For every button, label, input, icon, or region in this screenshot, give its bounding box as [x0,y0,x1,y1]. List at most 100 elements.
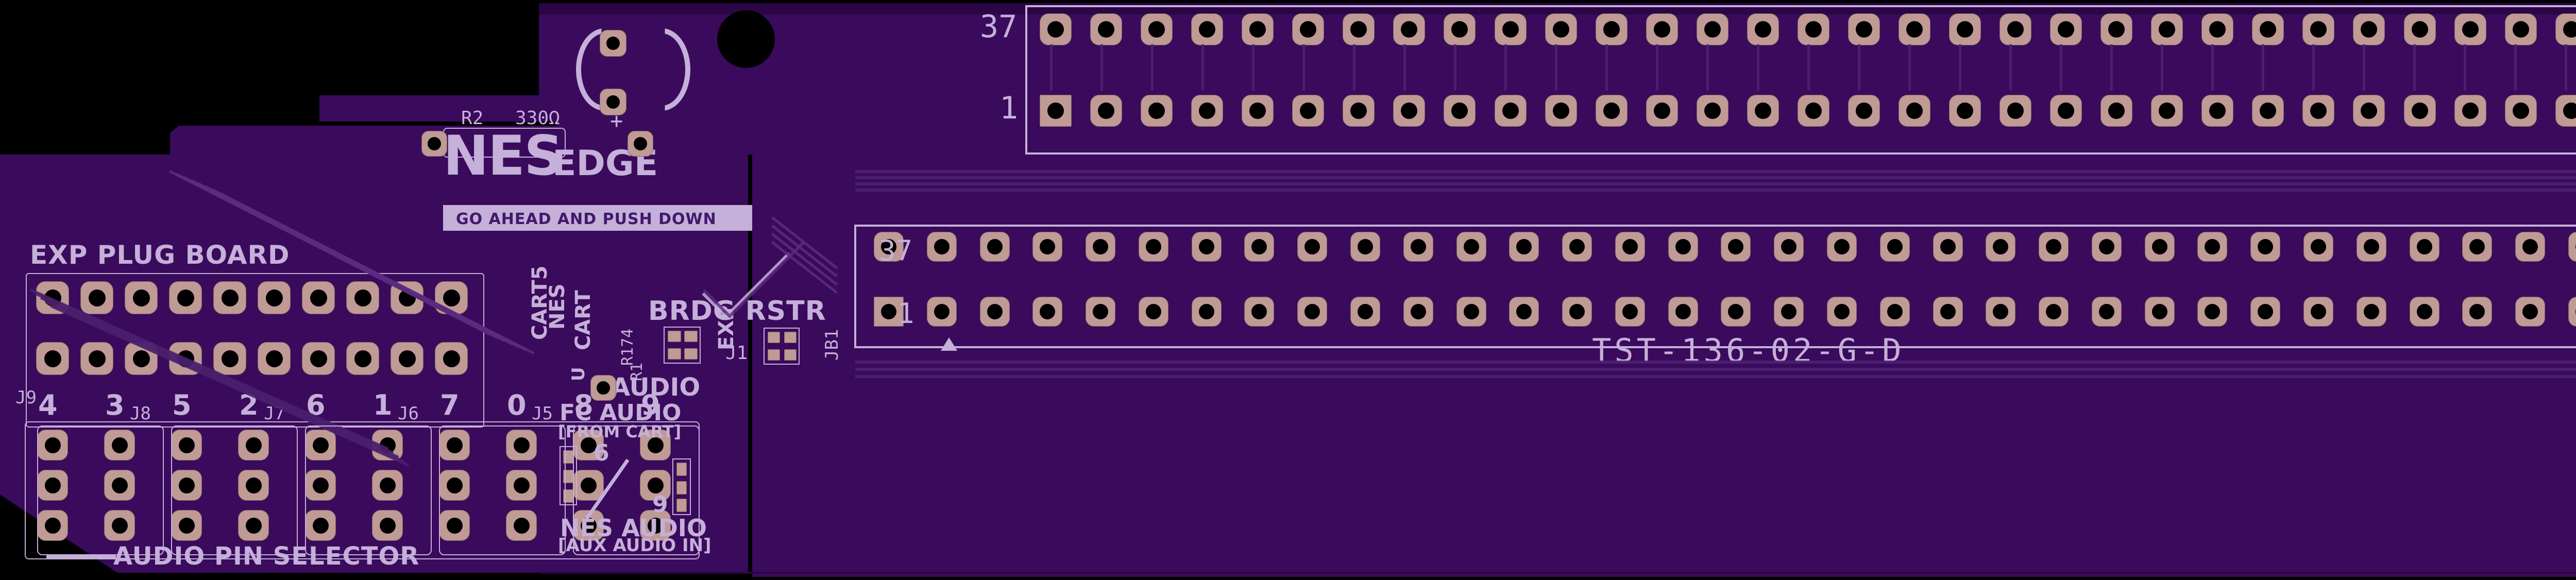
pad-drill-hole [2099,239,2114,254]
pad-drill-hole [177,289,194,306]
pad-drill-hole [1401,21,1417,38]
connector-top-pad-lower [1545,95,1577,127]
pad-drill-hole [1834,304,1850,319]
nes-cart-vertical-1: NES [546,283,569,330]
pad-drill-hole [934,304,950,319]
pad-drill-hole [1781,304,1797,319]
pad-drill-hole [2205,239,2220,254]
brdg-jumper-pad-2 [684,331,698,342]
pad-drill-hole [1146,304,1161,319]
pad-drill-hole [1040,304,1055,319]
pad-drill-hole [2563,103,2576,119]
pad-drill-hole [1199,103,1215,119]
brdg-jumper-outline [664,327,701,364]
pad-drill-hole [1728,304,1743,319]
pad-drill-hole [2412,21,2428,38]
audio-selector-jumper-ref: J5 [532,403,553,424]
pad-drill-hole [1300,21,1316,38]
pad-drill-hole [178,477,195,493]
fc-audio-jumper-outline [560,446,577,505]
pad-drill-hole [1358,239,1373,254]
pad-drill-hole [44,350,61,367]
pad-drill-hole [987,304,1003,319]
pad-drill-hole [1411,304,1426,319]
pad-drill-hole [2046,239,2061,254]
pad-drill-hole [1603,21,1620,38]
pad-drill-hole [2152,304,2167,319]
audio-pin-selector-label: AUDIO PIN SELECTOR [113,542,420,571]
pad-drill-hole [245,517,262,534]
connector-top-pad-lower [1343,95,1375,127]
pad-drill-hole [1728,239,1743,254]
pad-drill-hole [44,477,61,493]
nes-audio-label: NES AUDIO [560,514,707,542]
pad-drill-hole [2108,21,2125,38]
pad-drill-hole [1093,239,1108,254]
exp-plug-board-label: EXP PLUG BOARD [30,240,290,270]
resistor-r2-value: 330Ω [515,108,560,129]
audio-selector-underline [46,555,116,559]
nes-cart-vertical-2: CART [571,290,595,350]
connector-top-pad-upper [2404,13,2436,45]
pad-drill-hole [1451,103,1468,119]
connector-top-pad-lower [1292,95,1324,127]
pad-drill-hole [1401,103,1417,119]
pad-drill-hole [1940,304,1956,319]
pad-drill-hole [446,517,463,534]
connector-top-pad-lower [1393,95,1425,127]
nes-audio-pin-number: 9 [652,491,668,518]
pad-drill-hole [1350,103,1367,119]
pad-drill-hole [2469,304,2485,319]
audio-selector-pin-number: 0 [507,389,527,421]
pad-drill-hole [88,289,106,306]
pad-drill-hole [1146,239,1161,254]
pad-drill-hole [2364,239,2379,254]
pad-drill-hole [245,477,262,493]
pad-drill-hole [111,477,128,493]
resistor-r2-hole-right [634,137,647,150]
resistor-r2-hole-left [428,137,441,150]
pad-drill-hole [2205,304,2220,319]
connector-top-pad-row-lower [1036,91,2576,140]
pad-drill-hole [2513,21,2529,38]
pad-drill-hole [111,517,128,534]
pad-drill-hole [1654,103,1670,119]
pad-drill-hole [1047,21,1064,38]
pad-drill-hole [398,289,416,306]
pad-drill-hole [44,289,61,306]
connector-top-pad-upper [1798,13,1829,45]
audio-selector-pin-number: 7 [440,389,460,421]
pad-drill-hole [1622,239,1638,254]
pad-drill-hole [1887,304,1903,319]
pad-drill-hole [379,477,396,493]
pad-drill-hole [1704,103,1721,119]
pad-drill-hole [1569,304,1585,319]
nes-audio-jumper-pad-3 [676,499,687,512]
pad-drill-hole [2159,21,2175,38]
pad-drill-hole [881,304,896,319]
pad-drill-hole [1675,304,1691,319]
pad-drill-hole [513,477,530,493]
pad-drill-hole [1451,21,1468,38]
audio-selector-jumper-bracket [439,425,566,555]
pad-drill-hole [1675,239,1691,254]
pad-drill-hole [443,289,460,306]
audio-label: AUDIO [611,373,701,402]
connector-top-pad-row-upper [1036,9,2576,59]
pad-drill-hole [1040,239,1055,254]
logo-tagline: GO AHEAD AND PUSH DOWN [456,210,717,228]
component-u-ref: U [568,367,589,381]
connector-bottom-pad-lower [1668,297,1698,327]
pad-drill-hole [2361,103,2377,119]
brdg-jumper-pad-4 [684,348,698,360]
pad-drill-hole [1148,103,1165,119]
pad-drill-hole [2209,21,2226,38]
connector-bottom-label-1: 1 [897,297,914,330]
pad-drill-hole [1516,239,1532,254]
rstr-jumper-pad-3 [768,349,780,361]
connector-top-pad-lower [1090,95,1122,127]
rstr-jumper-pad-4 [784,349,796,361]
pad-drill-hole [1887,239,1903,254]
pad-drill-hole [1199,21,1215,38]
